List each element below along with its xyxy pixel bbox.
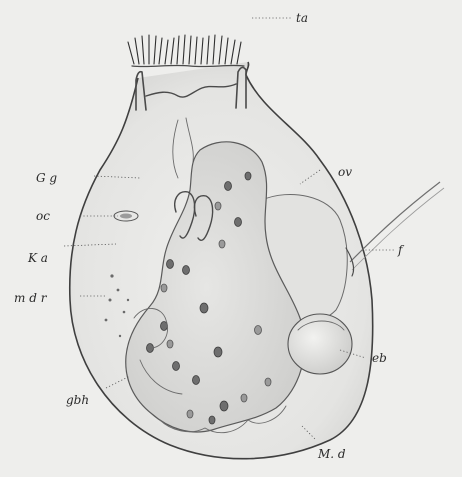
eyespot	[120, 214, 132, 219]
label-gbh: gbh	[66, 393, 89, 407]
label-ta: ta	[296, 11, 308, 25]
label-f: f	[397, 243, 405, 257]
label-Gg: G g	[36, 171, 57, 185]
label-eb: eb	[372, 351, 387, 365]
label-mdr: m d r	[14, 291, 48, 305]
label-oc: oc	[36, 209, 50, 223]
label-ov: ov	[338, 165, 352, 179]
label-Ka: K a	[27, 251, 48, 265]
label-Md: M. d	[317, 447, 346, 461]
egg-body	[288, 314, 352, 374]
cilia-crown	[128, 35, 244, 67]
